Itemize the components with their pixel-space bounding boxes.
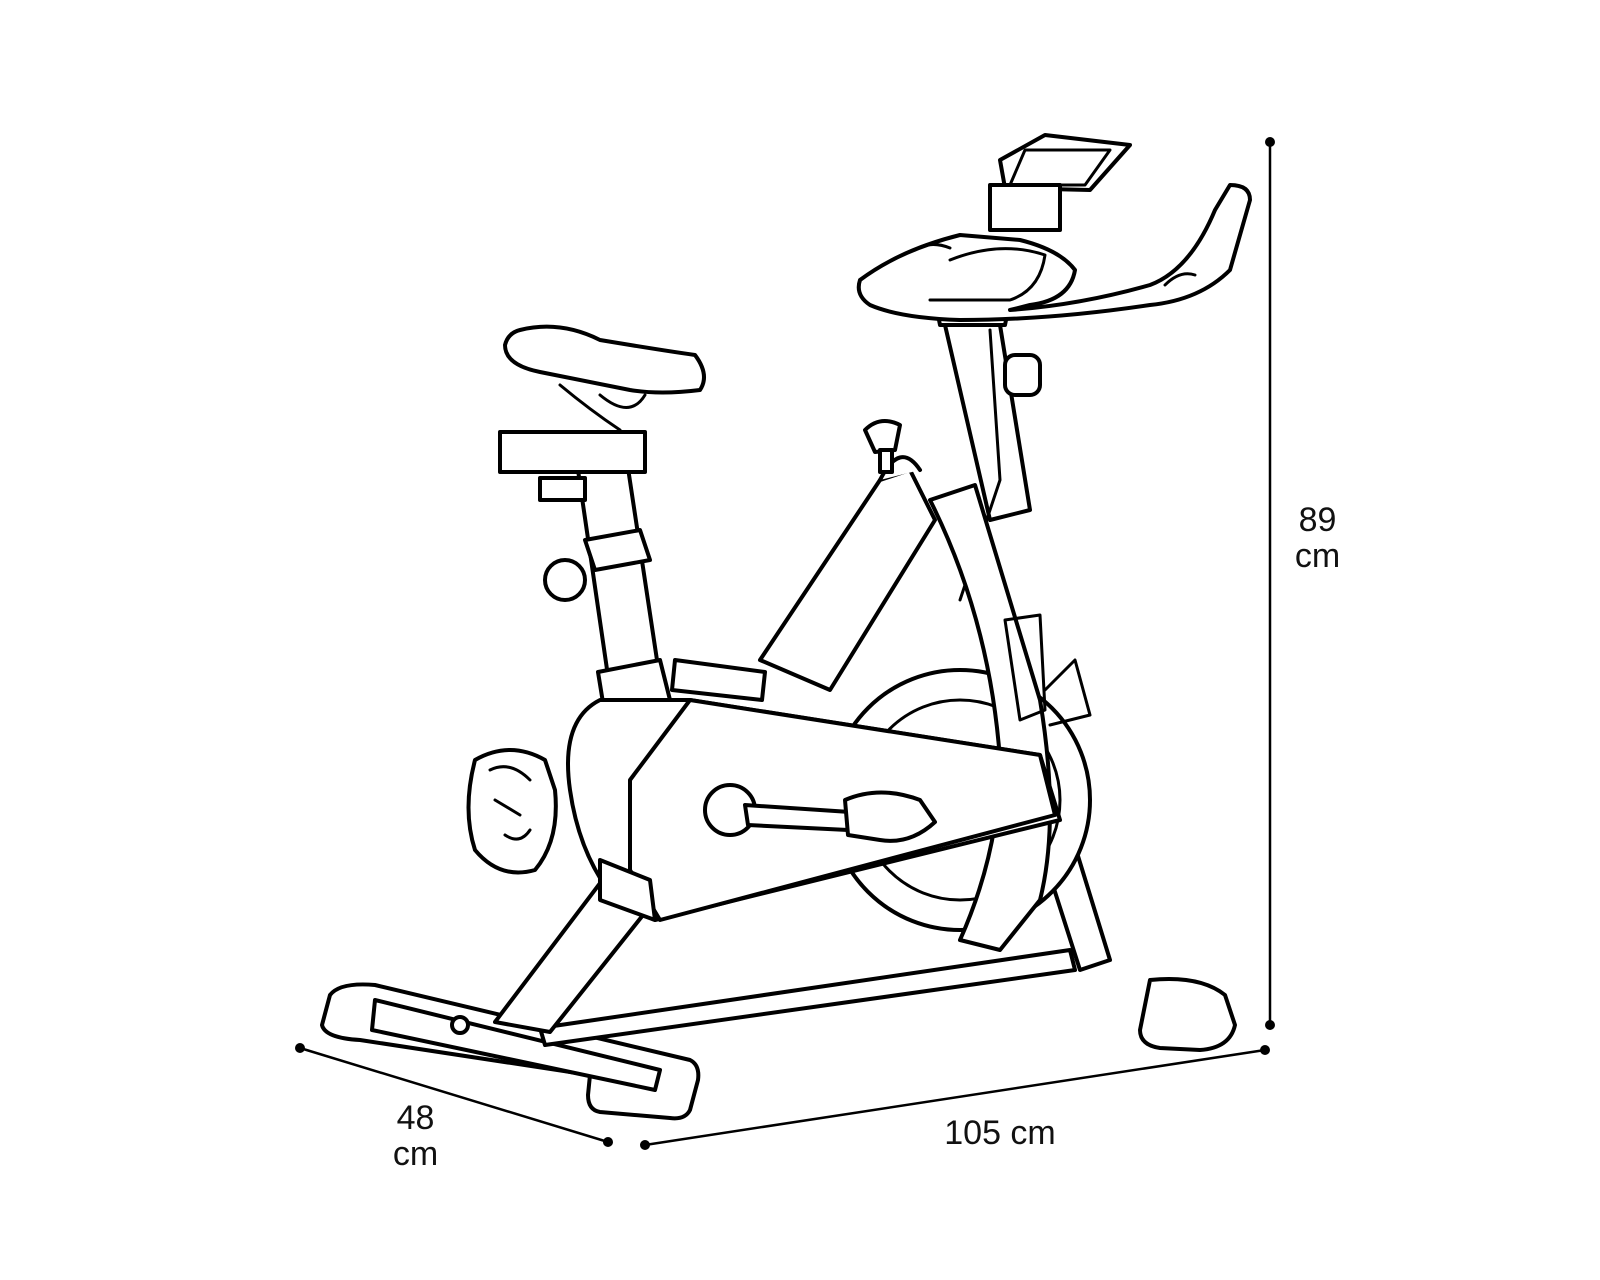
width-label: 48 cm [378, 1100, 453, 1172]
width-dimension-line [299, 1046, 609, 1144]
width-unit: cm [392, 1135, 439, 1173]
width-value: 48 [396, 1099, 435, 1137]
height-label: 89 cm [1280, 502, 1355, 574]
height-unit: cm [1294, 537, 1341, 575]
dimension-lines [295, 137, 1275, 1150]
height-value: 89 [1298, 501, 1337, 539]
length-label: 105 cm [944, 1114, 1056, 1152]
length-dimension-line [644, 1048, 1266, 1147]
bike-frame [320, 133, 1252, 1121]
